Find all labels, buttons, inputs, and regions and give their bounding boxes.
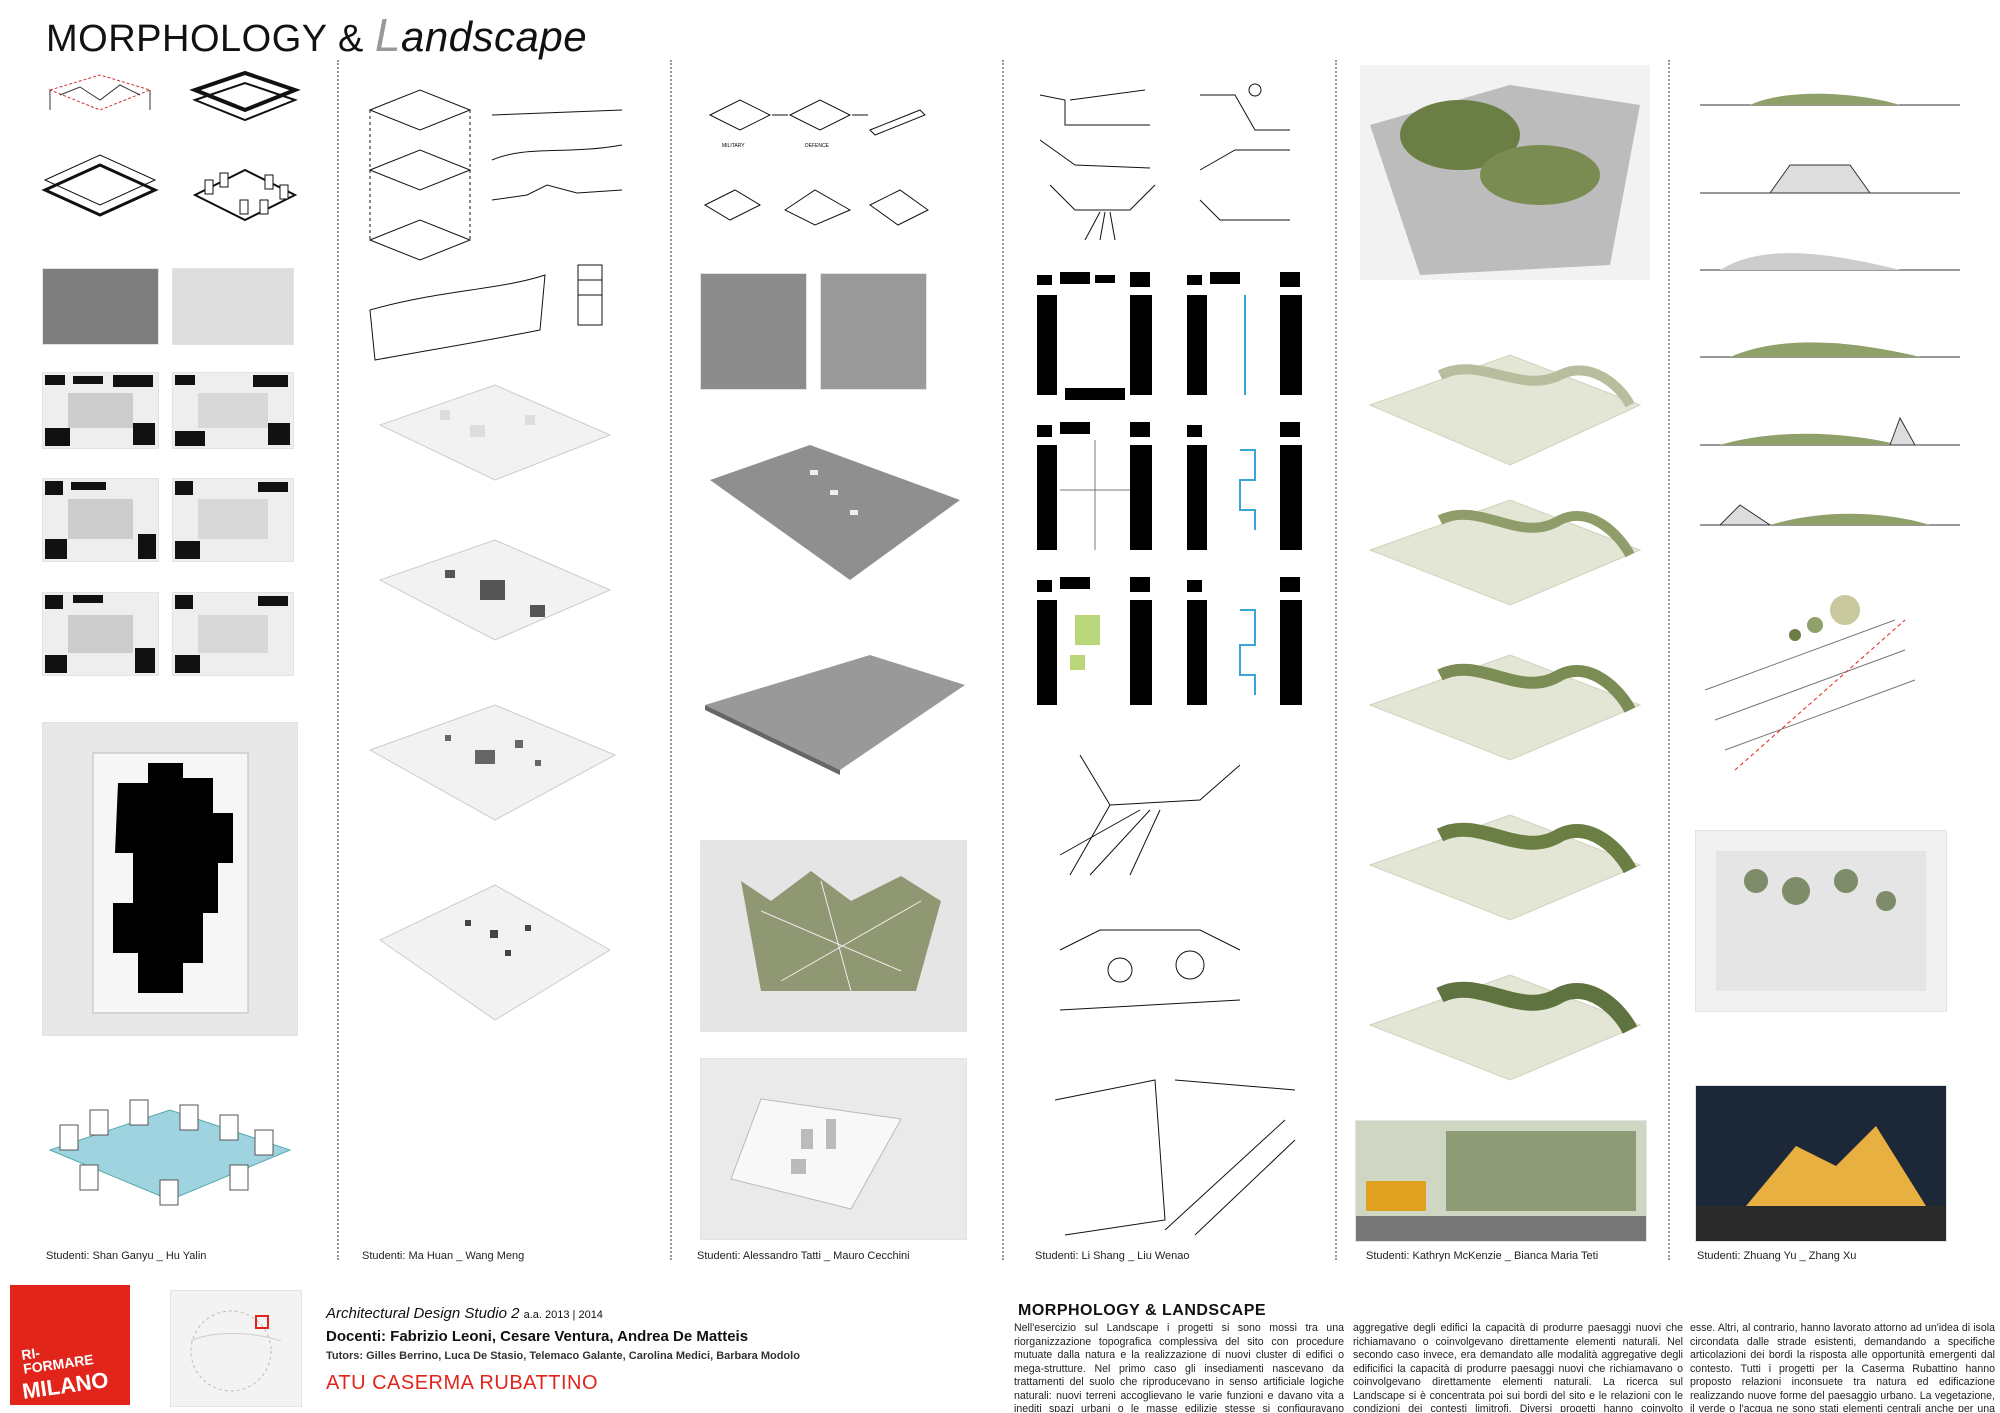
- sketch-wall-box: [40, 150, 160, 230]
- text-column-3: esse. Altri, al contrario, hanno lavorat…: [1690, 1322, 1995, 1412]
- title-cap: L: [374, 9, 401, 61]
- text-column-1: Nell'esercizio sul Landscape i progetti …: [1014, 1322, 1344, 1412]
- text-column-2: aggregative degli edifici la capacità di…: [1353, 1322, 1683, 1412]
- urban-plan-3: [1035, 420, 1155, 560]
- column-divider: [670, 60, 672, 1260]
- section-sketches: [487, 85, 627, 215]
- folded-ground-sketches: [700, 175, 930, 235]
- landscape-section-5: [1700, 410, 1960, 450]
- urban-plan-5-green: [1035, 575, 1155, 715]
- landscape-plan-2: [1360, 465, 1650, 615]
- urban-plan-2-water: [1185, 270, 1305, 405]
- site-name: ATU CASERMA RUBATTINO: [326, 1372, 599, 1394]
- student-credit: Studenti: Li Shang _ Liu Wenao: [1035, 1250, 1190, 1262]
- riformare-milano-logo: RI-FORMARE MILANO: [10, 1285, 130, 1405]
- photo-model-light: [172, 268, 294, 345]
- urban-plan-4-water: [1185, 420, 1305, 560]
- course-name: Architectural Design Studio 2: [326, 1305, 520, 1322]
- landscape-section-3: [1700, 240, 1960, 275]
- city-locator-map: [170, 1290, 302, 1407]
- landscape-plan-render: [1695, 830, 1947, 1012]
- photo-model-plan-1: [42, 372, 159, 449]
- photo-model-dark: [42, 268, 159, 345]
- white-site-model-photo: [700, 1058, 967, 1240]
- section-sketch-1: [1035, 75, 1155, 135]
- landscape-plan-5: [1360, 940, 1650, 1090]
- military-defence-diagram: MILITARY DEFENCE: [700, 95, 930, 155]
- student-credit: Studenti: Alessandro Tatti _ Mauro Cecch…: [697, 1250, 910, 1262]
- label-military: MILITARY: [722, 143, 745, 149]
- roof-surface-sketch: [360, 270, 550, 370]
- render-green-facade-bus: [1355, 1120, 1647, 1242]
- landscape-plan-1: [1360, 315, 1650, 475]
- photo-model-plan-4: [172, 478, 294, 562]
- title-italic: Landscape: [375, 9, 588, 61]
- urban-plan-1: [1035, 270, 1155, 405]
- sketch-frame-box: [185, 65, 305, 135]
- landscape-plan-3: [1360, 620, 1650, 770]
- photo-model-plan-3: [42, 478, 159, 562]
- column-divider: [1002, 60, 1004, 1260]
- column-divider: [1668, 60, 1670, 1260]
- academic-year: a.a. 2013 | 2014: [523, 1309, 603, 1321]
- tower-sketch: [560, 260, 620, 340]
- section-title: MORPHOLOGY & LANDSCAPE: [1018, 1302, 1267, 1319]
- terrain-model-perspective: [700, 645, 970, 780]
- exploded-layers-diagram: [1695, 590, 1945, 790]
- landscape-render-cliff: [1360, 65, 1650, 280]
- title-part1: MORPHOLOGY &: [46, 18, 375, 60]
- perspective-sketch-1: [1045, 180, 1160, 245]
- white-model-1: [375, 365, 615, 495]
- green-terrain-site-model: [700, 840, 967, 1032]
- terrain-model-axo: [700, 430, 965, 590]
- student-credit: Studenti: Ma Huan _ Wang Meng: [362, 1250, 525, 1262]
- photo-model-plan-2: [172, 372, 294, 449]
- exploded-axo-sketch: [360, 80, 480, 290]
- urban-plan-6-water: [1185, 575, 1305, 715]
- white-model-2: [375, 520, 615, 655]
- section-sketch-3: [1035, 130, 1155, 175]
- section-sketch-5: [1195, 190, 1295, 245]
- section-sketch-4: [1195, 140, 1295, 175]
- landscape-section-4: [1700, 325, 1960, 365]
- terrain-model-plan-1: [700, 273, 807, 390]
- student-credit: Studenti: Kathryn McKenzie _ Bianca Mari…: [1366, 1250, 1599, 1262]
- white-model-4: [375, 860, 615, 1030]
- course-title: Architectural Design Studio 2 a.a. 2013 …: [326, 1305, 603, 1322]
- sketch-cluster-box: [185, 155, 305, 235]
- night-render: [1695, 1085, 1947, 1242]
- landscape-section-6: [1700, 495, 1960, 530]
- landscape-section-1: [1700, 75, 1960, 115]
- title-rest: andscape: [400, 13, 588, 60]
- landscape-section-2: [1700, 155, 1960, 200]
- tutors: Tutors: Gilles Berrino, Luca De Stasio, …: [326, 1350, 800, 1362]
- perspective-sketch-street: [1045, 1060, 1305, 1240]
- student-credit: Studenti: Zhuang Yu _ Zhang Xu: [1697, 1250, 1857, 1262]
- white-model-3: [365, 680, 620, 830]
- column-divider: [337, 60, 339, 1260]
- sketch-wireframe-box: [40, 65, 160, 135]
- perspective-sketch-canyon: [1050, 745, 1250, 880]
- terrain-model-plan-2: [820, 273, 927, 390]
- docenti: Docenti: Fabrizio Leoni, Cesare Ventura,…: [326, 1328, 749, 1345]
- photo-model-plan-6: [172, 592, 294, 676]
- landscape-plan-4: [1360, 780, 1650, 930]
- poster-title: MORPHOLOGY & Landscape: [46, 8, 587, 62]
- photo-model-plan-5: [42, 592, 159, 676]
- label-defence: DEFENCE: [805, 143, 830, 149]
- perspective-sketch-trees: [1050, 910, 1250, 1040]
- column-divider: [1335, 60, 1337, 1260]
- section-sketch-2: [1195, 75, 1295, 135]
- axo-water-clusters: [20, 1070, 306, 1240]
- student-credit: Studenti: Shan Ganyu _ Hu Yalin: [46, 1250, 207, 1262]
- photo-site-model-figure-ground: [42, 722, 298, 1036]
